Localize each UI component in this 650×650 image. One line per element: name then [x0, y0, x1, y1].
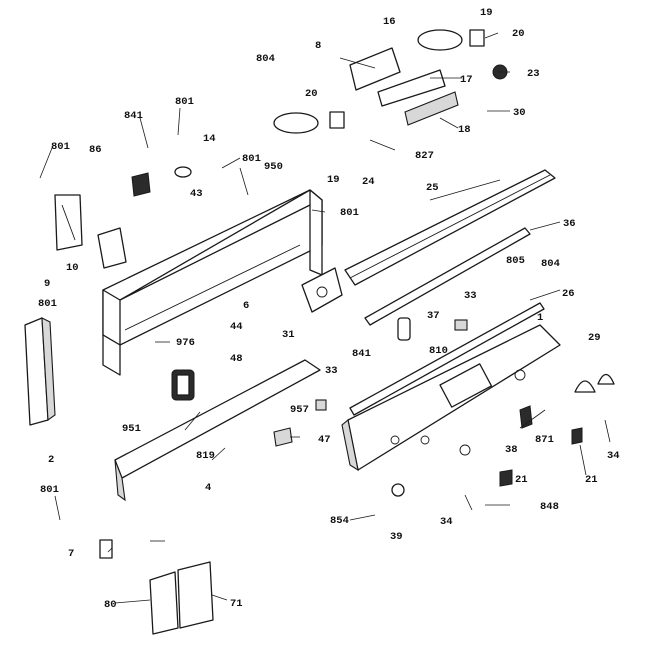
- label-p31: 31: [282, 329, 295, 341]
- label-p951: 951: [122, 423, 141, 435]
- label-p24: 24: [362, 176, 375, 188]
- label-p36: 36: [563, 218, 576, 230]
- label-p804a: 804: [256, 53, 275, 65]
- label-p827: 827: [415, 150, 434, 162]
- small-part-7: [99, 539, 113, 559]
- knobs-29: [574, 373, 615, 393]
- label-p801f: 801: [40, 484, 59, 496]
- small-part-21b: [571, 427, 583, 445]
- part-48: [171, 369, 195, 401]
- label-p19b: 19: [327, 174, 340, 186]
- bracket-10: [97, 227, 127, 269]
- label-p23: 23: [527, 68, 540, 80]
- rail-26: [349, 302, 545, 416]
- leader-lines: [39, 32, 611, 604]
- label-p38: 38: [505, 444, 518, 456]
- label-p810: 810: [429, 345, 448, 357]
- label-p9: 9: [44, 278, 50, 290]
- label-p44: 44: [230, 321, 243, 333]
- label-p805: 805: [506, 255, 525, 267]
- small-part-39: [391, 483, 405, 497]
- label-p71: 71: [230, 598, 243, 610]
- part-37: [397, 317, 411, 341]
- label-p804b: 804: [541, 258, 560, 270]
- label-p7: 7: [68, 548, 74, 560]
- side-panel-2: [24, 317, 56, 426]
- small-part-33a: [454, 319, 468, 331]
- label-p8: 8: [315, 40, 321, 52]
- clamp-assembly-lower: [273, 111, 345, 134]
- label-p47: 47: [318, 434, 331, 446]
- label-p871: 871: [535, 434, 554, 446]
- label-p34a: 34: [607, 450, 620, 462]
- small-part-38: [519, 405, 533, 429]
- label-p2: 2: [48, 454, 54, 466]
- label-p6: 6: [243, 300, 249, 312]
- clamp-assembly-upper: [417, 29, 508, 80]
- label-p801e: 801: [38, 298, 57, 310]
- small-part-33b: [315, 399, 327, 411]
- part-labels: 1 2 4 6 7 8 9 10 14 16 17 18 19 19 20 20…: [38, 7, 620, 611]
- part-14: [174, 166, 192, 178]
- label-p33b: 33: [325, 365, 338, 377]
- label-p10: 10: [66, 262, 79, 274]
- label-p18: 18: [458, 124, 471, 136]
- label-p25: 25: [426, 182, 439, 194]
- label-p33a: 33: [464, 290, 477, 302]
- label-p21b: 21: [585, 474, 598, 486]
- label-p854: 854: [330, 515, 349, 527]
- label-p848: 848: [540, 501, 559, 513]
- label-p43: 43: [190, 188, 203, 200]
- label-p14: 14: [203, 133, 216, 145]
- bottom-bracket-80: [149, 571, 179, 635]
- label-p801b: 801: [175, 96, 194, 108]
- label-p957: 957: [290, 404, 309, 416]
- label-p819: 819: [196, 450, 215, 462]
- label-p976: 976: [176, 337, 195, 349]
- label-p30: 30: [513, 107, 526, 119]
- label-p20b: 20: [305, 88, 318, 100]
- label-p86: 86: [89, 144, 102, 156]
- label-p20a: 20: [512, 28, 525, 40]
- control-panel-1: [341, 324, 561, 472]
- label-p48: 48: [230, 353, 243, 365]
- label-p801d: 801: [340, 207, 359, 219]
- bottom-bracket-71: [177, 561, 214, 629]
- label-p21a: 21: [515, 474, 528, 486]
- label-p4: 4: [205, 482, 211, 494]
- long-trim-25: [344, 169, 556, 286]
- label-p801a: 801: [51, 141, 70, 153]
- part-47: [273, 427, 293, 447]
- label-p841a: 841: [124, 110, 143, 122]
- label-p841b: 841: [352, 348, 371, 360]
- small-part-21a: [499, 469, 513, 487]
- side-bracket-9: [54, 194, 83, 251]
- label-p950: 950: [264, 161, 283, 173]
- part-86-block: [131, 172, 151, 197]
- rod-36: [364, 227, 531, 326]
- label-p80: 80: [104, 599, 117, 611]
- trim-strip-4: [114, 359, 321, 502]
- label-p37: 37: [427, 310, 440, 322]
- label-p29: 29: [588, 332, 601, 344]
- block-assembly-16-18: [349, 47, 459, 126]
- label-p16: 16: [383, 16, 396, 28]
- label-p1: 1: [537, 312, 543, 324]
- label-p801c: 801: [242, 153, 261, 165]
- control-mount-31: [301, 267, 343, 313]
- label-p34b: 34: [440, 516, 453, 528]
- label-p17: 17: [460, 74, 473, 86]
- label-p19a: 19: [480, 7, 493, 19]
- label-p26: 26: [562, 288, 575, 300]
- rear-panel-frame: [102, 189, 323, 376]
- label-p39: 39: [390, 531, 403, 543]
